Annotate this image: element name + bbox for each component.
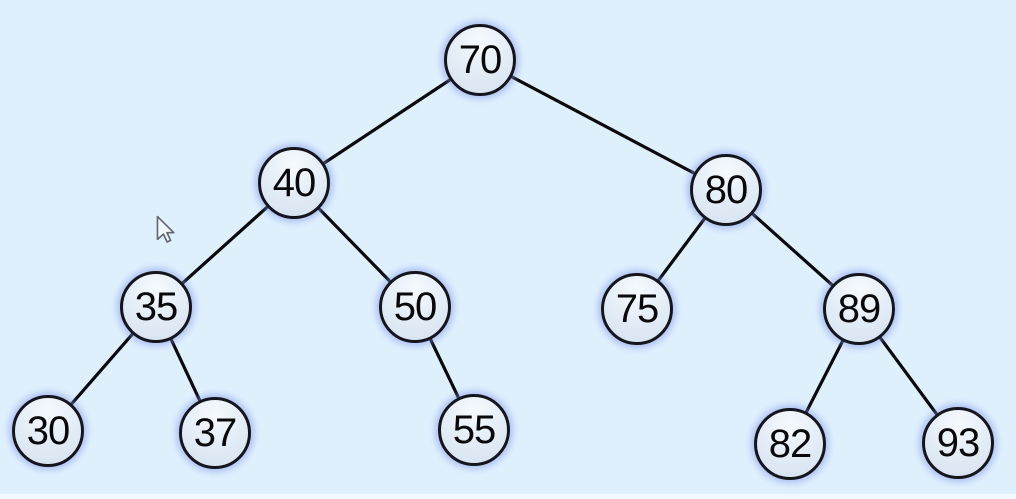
tree-node-label: 30: [26, 408, 70, 453]
tree-node-label: 93: [936, 420, 980, 465]
tree-node-93[interactable]: 93: [922, 407, 994, 479]
tree-node-89[interactable]: 89: [823, 273, 895, 345]
tree-node-label: 40: [272, 160, 316, 205]
tree-node-label: 89: [837, 286, 881, 331]
tree-node-label: 37: [193, 410, 237, 455]
tree-node-40[interactable]: 40: [258, 147, 330, 219]
tree-node-label: 50: [393, 284, 437, 329]
tree-node-50[interactable]: 50: [379, 271, 451, 343]
tree-node-80[interactable]: 80: [690, 154, 762, 226]
tree-node-75[interactable]: 75: [601, 273, 673, 345]
bottom-edge-highlight: [0, 494, 1016, 499]
tree-node-82[interactable]: 82: [754, 408, 826, 480]
tree-node-70[interactable]: 70: [444, 24, 516, 96]
tree-node-label: 82: [768, 421, 812, 466]
tree-node-label: 35: [134, 284, 178, 329]
tree-node-55[interactable]: 55: [438, 394, 510, 466]
tree-node-label: 70: [458, 37, 502, 82]
tree-node-37[interactable]: 37: [179, 397, 251, 469]
tree-edge-70-40: [293, 58, 481, 185]
tree-node-label: 80: [704, 167, 748, 212]
tree-node-35[interactable]: 35: [120, 271, 192, 343]
tree-node-30[interactable]: 30: [12, 395, 84, 467]
tree-node-label: 75: [615, 286, 659, 331]
tree-node-label: 55: [452, 407, 496, 452]
tree-edge-70-80: [479, 58, 727, 192]
